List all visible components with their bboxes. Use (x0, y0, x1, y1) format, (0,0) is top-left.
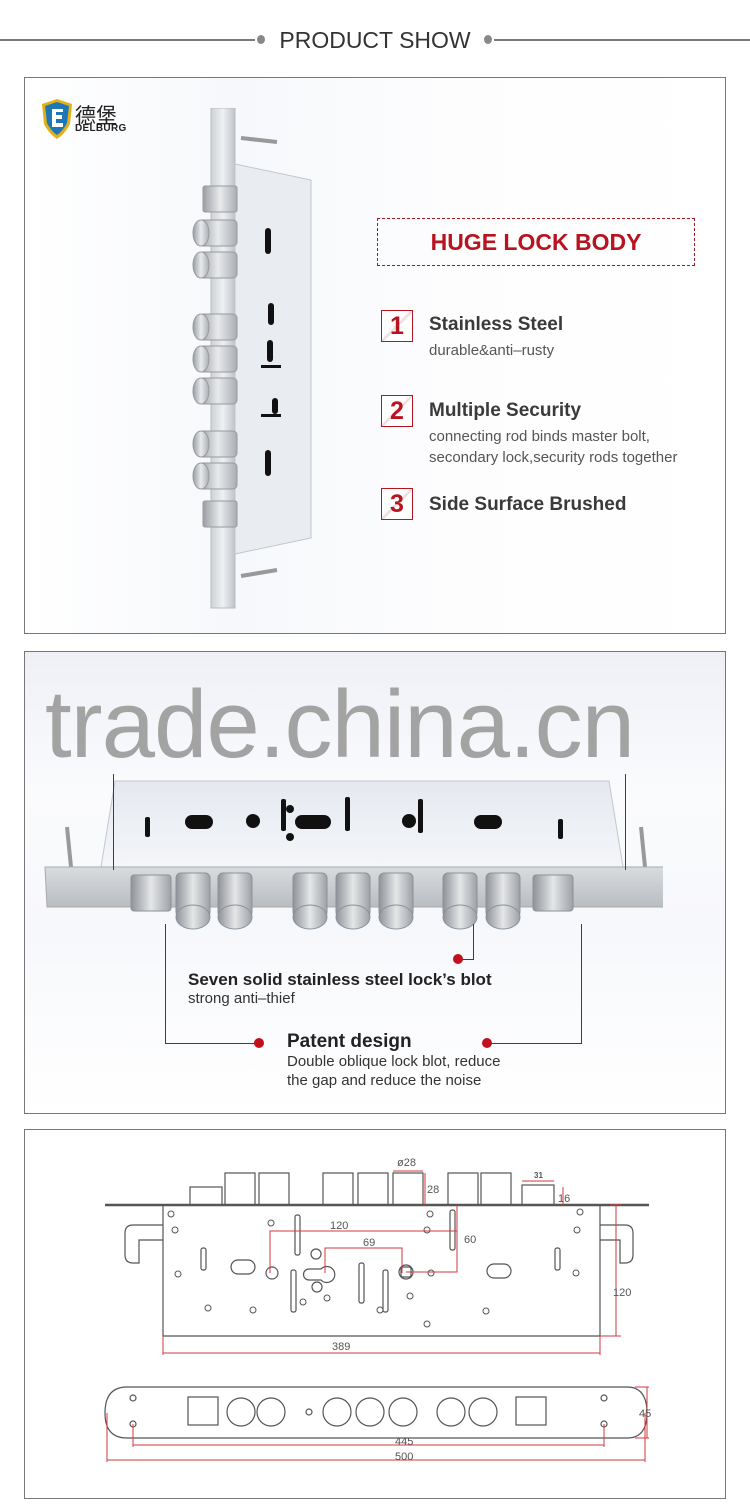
lock-body-vertical-image (192, 108, 312, 609)
dimension-drawing: ø28 28 31 16 120 69 60 120 389 445 500 4… (104, 1157, 651, 1463)
dim-body-height: 120 (613, 1287, 631, 1299)
callout-line (461, 959, 474, 960)
dim-hole-spacing: 445 (395, 1436, 413, 1448)
dim-bolt-height: 28 (427, 1184, 439, 1196)
header-dot-left (257, 35, 265, 44)
feature-title-3: Side Surface Brushed (429, 494, 627, 515)
logo-english-text: DELBURG (75, 123, 127, 134)
feature-number-3: 3 (381, 488, 413, 520)
lock-bolts-panel: trade.china.cn (24, 651, 726, 1114)
dim-body-length: 389 (332, 1341, 350, 1353)
section-header: PRODUCT SHOW (0, 22, 750, 58)
section-title: PRODUCT SHOW (279, 27, 471, 53)
feature-title-2: Multiple Security (429, 400, 582, 421)
callout-line (473, 924, 474, 960)
technical-drawing-panel: ø28 28 31 16 120 69 60 120 389 445 500 4… (24, 1129, 726, 1499)
header-rule-left (0, 39, 255, 41)
dim-latch-height: 16 (558, 1193, 570, 1205)
dim-backset-120: 120 (330, 1220, 348, 1232)
headline-text: HUGE LOCK BODY (430, 228, 642, 255)
feature-desc-2b: secondary lock,security rods together (429, 449, 678, 466)
dim-bolt-diameter: ø28 (397, 1157, 416, 1169)
header-rule-right (494, 39, 750, 41)
patent-callout-desc-1: Double oblique lock blot, reduce (287, 1053, 501, 1070)
callout-dot (254, 1038, 264, 1048)
shield-logo-icon (42, 99, 72, 139)
callout-dot (453, 954, 463, 964)
logo-chinese-text: 德堡 (75, 104, 117, 128)
callout-line (625, 774, 626, 870)
feature-title-1: Stainless Steel (429, 314, 564, 335)
patent-callout-desc-2: the gap and reduce the noise (287, 1072, 482, 1089)
dim-rod-offset: 60 (464, 1234, 476, 1246)
callout-dot (482, 1038, 492, 1048)
header-dot-right (484, 35, 492, 44)
dim-faceplate-length: 500 (395, 1451, 413, 1463)
dim-latch-width: 31 (534, 1171, 543, 1180)
bolts-callout-desc: strong anti–thief (188, 990, 295, 1007)
callout-line (165, 1043, 261, 1044)
callout-line (165, 924, 166, 1044)
watermark-text: trade.china.cn (45, 671, 635, 778)
callout-line (581, 924, 582, 1044)
feature-number-2: 2 (381, 395, 413, 427)
bolts-callout-title: Seven solid stainless steel lock’s blot (188, 970, 492, 989)
callout-line (113, 774, 114, 870)
dim-faceplate-width: 45 (639, 1408, 651, 1420)
headline-box: HUGE LOCK BODY (377, 218, 695, 266)
callout-line (489, 1043, 582, 1044)
feature-desc-1: durable&anti–rusty (429, 342, 555, 359)
dim-center-69: 69 (363, 1237, 375, 1249)
lock-body-panel: 德堡 DELBURG HUGE LOCK B (24, 77, 726, 634)
patent-callout-title: Patent design (287, 1031, 412, 1052)
brand-logo: 德堡 DELBURG (41, 98, 141, 142)
feature-number-1: 1 (381, 310, 413, 342)
feature-desc-2a: connecting rod binds master bolt, (429, 428, 650, 445)
lock-body-horizontal-image (44, 780, 663, 930)
